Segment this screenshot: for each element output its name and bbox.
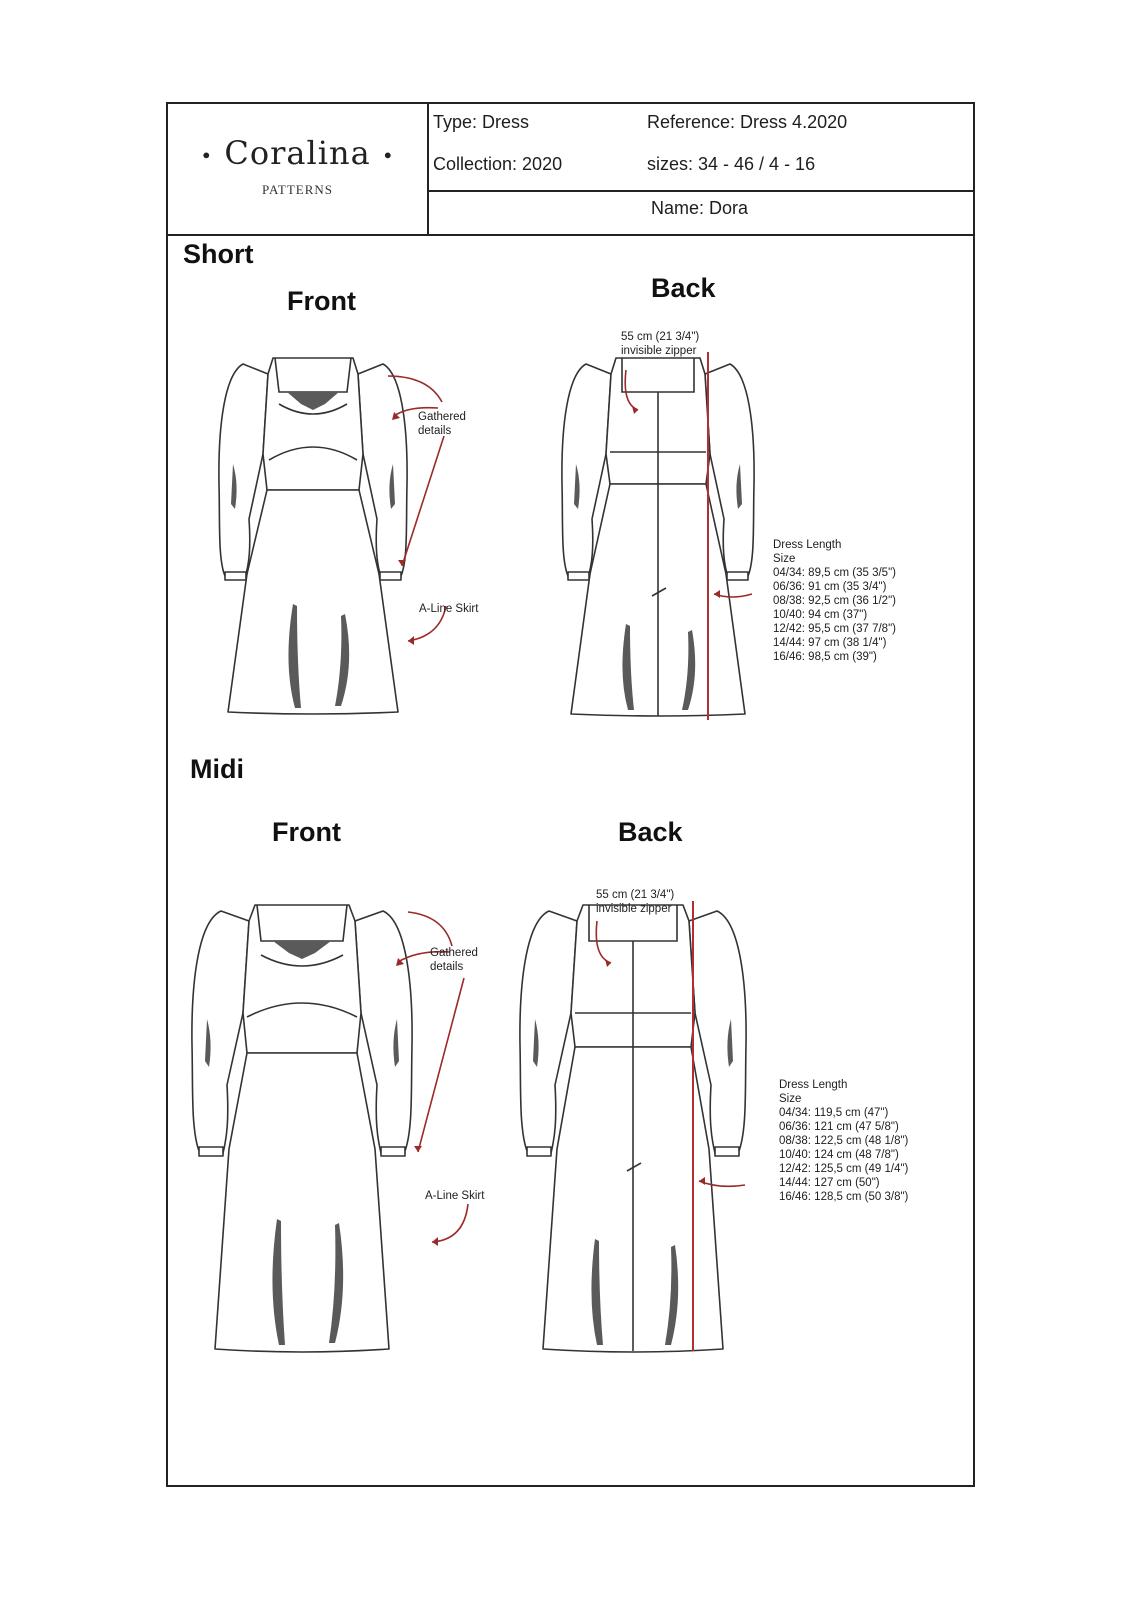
collection-field: Collection: 2020 bbox=[433, 154, 563, 174]
short-front-arrows bbox=[387, 375, 447, 645]
midi-length-size-label: Size bbox=[779, 1093, 802, 1105]
brand-dot-left: • bbox=[200, 143, 214, 168]
dress-back-midi-drawing bbox=[519, 901, 747, 1353]
short-gathered-note: Gathered details bbox=[418, 410, 466, 438]
short-length-size-label: Size bbox=[773, 553, 796, 565]
midi-zipper-line-1: 55 cm (21 3/4") bbox=[596, 889, 675, 901]
short-length-row: 10/40: 94 cm (37") bbox=[773, 609, 868, 621]
midi-front-arrows bbox=[396, 911, 469, 1246]
section-short-label: Short bbox=[183, 239, 254, 269]
short-front-label: Front bbox=[287, 286, 356, 316]
short-length-row: 12/42: 95,5 cm (37 7/8") bbox=[773, 623, 896, 635]
dress-front-midi-drawing bbox=[191, 904, 413, 1353]
short-zipper-line-2: invisible zipper bbox=[621, 345, 697, 357]
brand-title: Coralina bbox=[224, 134, 371, 172]
short-length-row: 08/38: 92,5 cm (36 1/2") bbox=[773, 595, 896, 607]
brand-dot-right: • bbox=[381, 143, 395, 168]
midi-zipper-line-2: invisible zipper bbox=[596, 903, 672, 915]
midi-length-row: 04/34: 119,5 cm (47") bbox=[779, 1107, 889, 1119]
short-gathered-line-1: Gathered bbox=[418, 411, 466, 423]
type-field: Type: Dress bbox=[433, 112, 530, 132]
name-field: Name: Dora bbox=[651, 198, 749, 218]
short-length-title: Dress Length bbox=[773, 539, 842, 551]
midi-length-row: 10/40: 124 cm (48 7/8") bbox=[779, 1149, 899, 1161]
dress-back-short-drawing bbox=[561, 352, 755, 720]
short-length-row: 16/46: 98,5 cm (39") bbox=[773, 651, 877, 663]
midi-gathered-note: Gathered details bbox=[430, 946, 478, 974]
midi-length-row: 06/36: 121 cm (47 5/8") bbox=[779, 1121, 899, 1133]
midi-length-row: 12/42: 125,5 cm (49 1/4") bbox=[779, 1163, 909, 1175]
short-length-row: 04/34: 89,5 cm (35 3/5") bbox=[773, 567, 896, 579]
midi-length-row: 14/44: 127 cm (50") bbox=[779, 1177, 880, 1189]
reference-field: Reference: Dress 4.2020 bbox=[647, 112, 848, 132]
midi-skirt-note: A-Line Skirt bbox=[425, 1190, 485, 1202]
short-length-table: Dress Length Size 04/34: 89,5 cm (35 3/5… bbox=[773, 538, 896, 664]
midi-length-row: 08/38: 122,5 cm (48 1/8") bbox=[779, 1135, 909, 1147]
midi-gathered-line-2: details bbox=[430, 961, 464, 973]
tech-sheet: • Coralina • PATTERNS Type: Dress Refere… bbox=[166, 102, 975, 1487]
info-block: Type: Dress Reference: Dress 4.2020 Coll… bbox=[429, 104, 973, 234]
midi-length-row: 16/46: 128,5 cm (50 3/8") bbox=[779, 1191, 909, 1203]
sizes-field: sizes: 34 - 46 / 4 - 16 bbox=[647, 154, 816, 174]
short-length-row: 06/36: 91 cm (35 3/4") bbox=[773, 581, 887, 593]
midi-length-table: Dress Length Size 04/34: 119,5 cm (47") … bbox=[779, 1078, 908, 1204]
short-skirt-note: A-Line Skirt bbox=[419, 603, 479, 615]
brand-subtitle: PATTERNS bbox=[261, 182, 334, 197]
short-length-row: 14/44: 97 cm (38 1/4") bbox=[773, 637, 887, 649]
brand-name: • Coralina • bbox=[168, 134, 427, 172]
midi-gathered-line-1: Gathered bbox=[430, 947, 478, 959]
short-zipper-note: 55 cm (21 3/4") invisible zipper bbox=[621, 330, 699, 358]
midi-length-title: Dress Length bbox=[779, 1079, 848, 1091]
section-midi-label: Midi bbox=[190, 754, 244, 784]
midi-zipper-note: 55 cm (21 3/4") invisible zipper bbox=[596, 888, 674, 916]
short-gathered-line-2: details bbox=[418, 425, 452, 437]
midi-back-label: Back bbox=[618, 817, 683, 847]
brand-block: • Coralina • PATTERNS bbox=[168, 104, 429, 234]
info-row-top: Type: Dress Reference: Dress 4.2020 Coll… bbox=[429, 104, 973, 192]
dress-front-short-drawing bbox=[218, 357, 408, 715]
sheet-header: • Coralina • PATTERNS Type: Dress Refere… bbox=[168, 104, 973, 236]
short-zipper-line-1: 55 cm (21 3/4") bbox=[621, 331, 700, 343]
midi-front-label: Front bbox=[272, 817, 341, 847]
short-back-label: Back bbox=[651, 273, 716, 303]
